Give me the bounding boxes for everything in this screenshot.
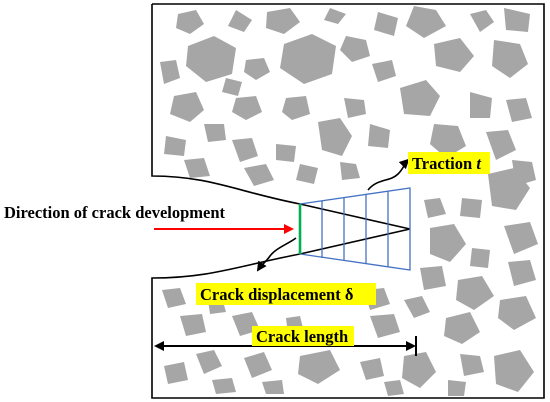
aggregate bbox=[244, 58, 270, 80]
aggregate bbox=[276, 144, 296, 162]
direction-label: Direction of crack development bbox=[4, 203, 226, 222]
aggregate bbox=[488, 168, 530, 210]
aggregate bbox=[162, 288, 186, 308]
aggregate bbox=[506, 98, 532, 122]
aggregate bbox=[448, 380, 466, 396]
aggregate bbox=[456, 276, 494, 310]
traction-pointer-arrow bbox=[367, 158, 410, 191]
crack-length-label: Crack length bbox=[256, 327, 348, 346]
aggregate bbox=[430, 224, 466, 262]
traction-label: Traction t bbox=[412, 154, 481, 173]
aggregate bbox=[340, 36, 370, 62]
aggregate bbox=[372, 60, 396, 82]
aggregate bbox=[282, 96, 310, 120]
aggregate bbox=[508, 260, 536, 286]
aggregate bbox=[318, 118, 352, 156]
aggregate bbox=[244, 164, 274, 186]
aggregate bbox=[344, 98, 366, 118]
aggregate bbox=[360, 358, 384, 380]
aggregate bbox=[430, 124, 466, 158]
crack-length-label-highlight bbox=[252, 326, 354, 346]
aggregate bbox=[170, 92, 204, 122]
aggregate bbox=[296, 164, 318, 184]
aggregate bbox=[280, 34, 336, 84]
aggregate bbox=[444, 312, 480, 344]
specimen-outline bbox=[151, 3, 545, 399]
aggregate bbox=[232, 96, 262, 120]
aggregate bbox=[298, 350, 340, 384]
aggregate bbox=[374, 12, 398, 36]
aggregate bbox=[460, 354, 484, 376]
aggregate bbox=[470, 92, 492, 118]
aggregate bbox=[324, 8, 346, 24]
crack-displacement-label: Crack displacement δ bbox=[200, 285, 353, 304]
aggregate bbox=[176, 10, 204, 34]
aggregate bbox=[266, 8, 300, 34]
aggregate bbox=[262, 380, 284, 394]
aggregate bbox=[504, 222, 538, 254]
aggregate bbox=[498, 296, 536, 330]
aggregate bbox=[486, 130, 516, 160]
aggregate bbox=[184, 158, 210, 178]
aggregate bbox=[232, 138, 258, 162]
crack-faces bbox=[299, 203, 411, 255]
aggregate bbox=[164, 362, 188, 384]
aggregate bbox=[424, 198, 446, 218]
aggregate bbox=[470, 10, 494, 32]
aggregate-particles bbox=[160, 6, 538, 396]
aggregate bbox=[180, 314, 206, 336]
aggregate bbox=[196, 350, 222, 374]
aggregate bbox=[228, 10, 252, 32]
displacement-label-highlight bbox=[196, 283, 376, 305]
aggregate bbox=[494, 350, 534, 392]
aggregate bbox=[420, 266, 446, 290]
aggregate bbox=[434, 38, 474, 72]
aggregate bbox=[186, 36, 236, 82]
aggregate bbox=[384, 380, 404, 396]
aggregate bbox=[164, 136, 186, 156]
traction-distribution bbox=[299, 187, 411, 271]
traction-label-highlight bbox=[408, 152, 490, 174]
aggregate bbox=[406, 6, 446, 38]
aggregate bbox=[402, 352, 436, 388]
aggregate bbox=[460, 198, 482, 218]
aggregate bbox=[160, 60, 180, 84]
aggregate bbox=[368, 124, 390, 148]
aggregate bbox=[340, 162, 360, 180]
aggregate bbox=[470, 248, 490, 268]
aggregate bbox=[400, 80, 440, 116]
aggregate bbox=[222, 78, 242, 96]
aggregate bbox=[204, 124, 226, 142]
aggregate bbox=[504, 8, 530, 32]
aggregate bbox=[212, 378, 236, 394]
displacement-pointer-arrow bbox=[256, 237, 297, 272]
aggregate bbox=[492, 40, 528, 78]
aggregate bbox=[370, 314, 400, 338]
aggregate bbox=[404, 296, 430, 318]
aggregate bbox=[244, 352, 272, 378]
